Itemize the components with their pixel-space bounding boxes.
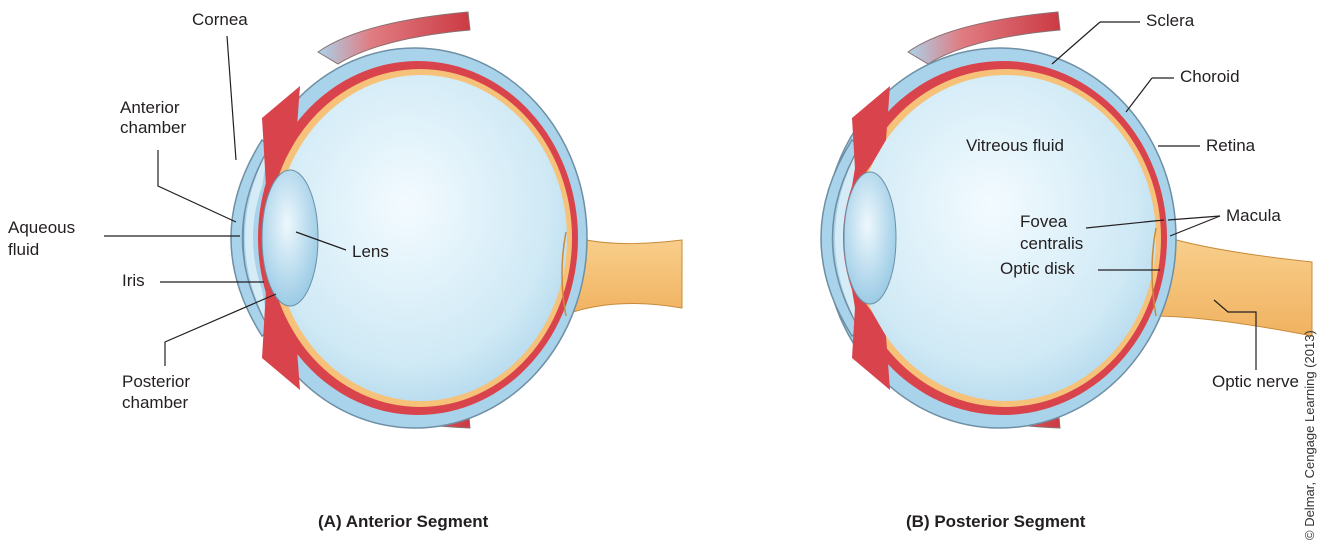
label-optic-nerve: Optic nerve: [1212, 372, 1299, 392]
label-sclera: Sclera: [1146, 11, 1194, 31]
label-lens: Lens: [352, 242, 389, 262]
label-anterior-chamber-line1: Anterior: [120, 98, 180, 118]
label-anterior-chamber-line2: chamber: [120, 118, 186, 138]
caption-anterior-segment: (A) Anterior Segment: [318, 512, 488, 532]
label-aqueous-fluid-line2: fluid: [8, 240, 39, 260]
lens-b: [844, 172, 896, 304]
vitreous-a: [275, 75, 567, 401]
copyright-credit: © Delmar, Cengage Learning (2013): [1302, 330, 1317, 540]
vitreous-b: [856, 75, 1156, 401]
label-aqueous-fluid-line1: Aqueous: [8, 218, 75, 238]
eye-a: [231, 12, 682, 428]
label-optic-disk: Optic disk: [1000, 259, 1075, 279]
label-cornea: Cornea: [192, 10, 248, 30]
label-choroid: Choroid: [1180, 67, 1240, 87]
lens-a: [262, 170, 318, 306]
label-iris: Iris: [122, 271, 145, 291]
label-posterior-chamber-line1: Posterior: [122, 372, 190, 392]
label-posterior-chamber-line2: chamber: [122, 393, 188, 413]
label-retina: Retina: [1206, 136, 1255, 156]
caption-posterior-segment: (B) Posterior Segment: [906, 512, 1085, 532]
label-fovea-line2: centralis: [1020, 234, 1083, 254]
label-macula: Macula: [1226, 206, 1281, 226]
label-fovea-line1: Fovea: [1020, 212, 1067, 232]
label-vitreous-fluid: Vitreous fluid: [966, 136, 1064, 156]
